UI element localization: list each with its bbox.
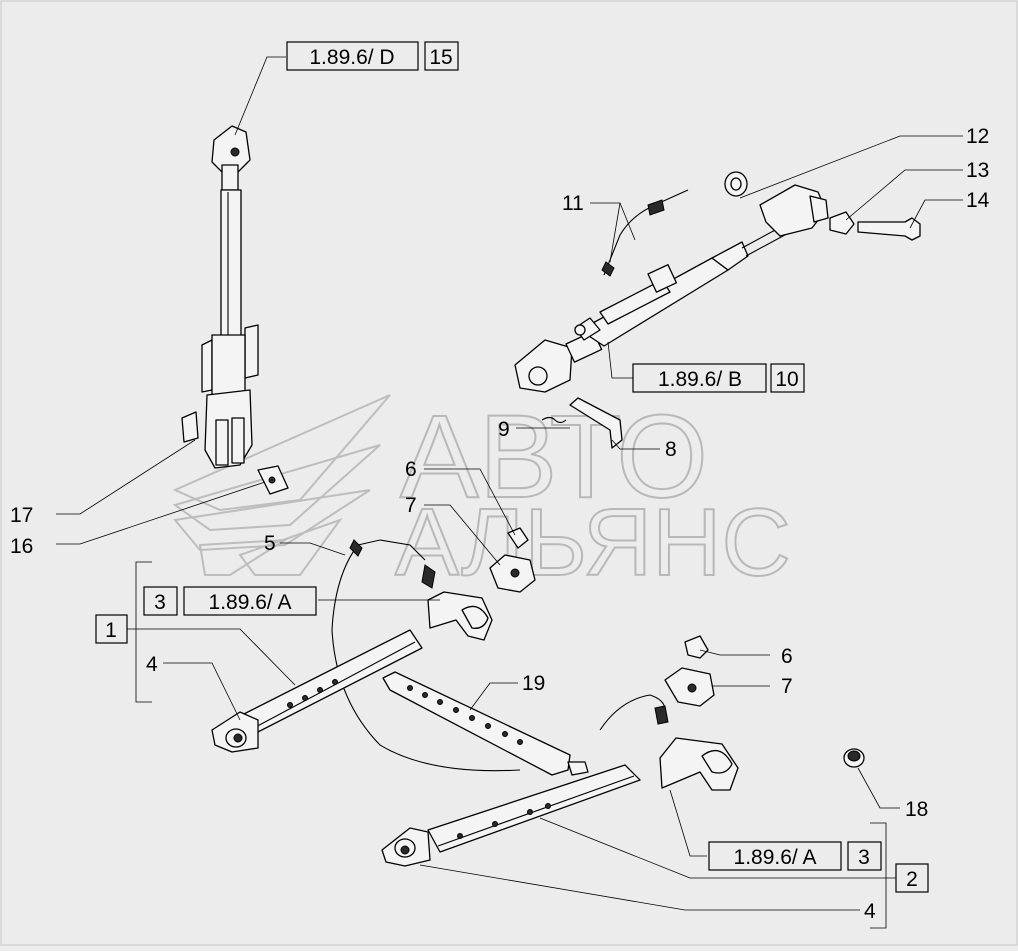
ref-group-10[interactable]: 1.89.6/ B 10 bbox=[632, 363, 805, 393]
ref-code-text: 1.89.6/ A bbox=[209, 591, 292, 614]
watermark: АВТО АЛЬЯНС bbox=[172, 390, 792, 597]
callout-18[interactable]: 18 bbox=[905, 798, 928, 821]
svg-text:2: 2 bbox=[906, 868, 918, 891]
callout-12[interactable]: 12 bbox=[966, 125, 989, 148]
lower-link-left-part bbox=[211, 591, 493, 753]
link-pin-part bbox=[541, 397, 623, 449]
ball-upper-part bbox=[507, 527, 529, 549]
top-link-part bbox=[514, 184, 829, 393]
callout-19[interactable]: 19 bbox=[522, 672, 545, 695]
latch-lower-part bbox=[664, 667, 715, 707]
callout-17[interactable]: 17 bbox=[10, 504, 33, 527]
callout-4-lower[interactable]: 4 bbox=[864, 900, 876, 923]
ref-qty-text: 3 bbox=[154, 591, 166, 614]
lift-rod-part bbox=[181, 125, 289, 495]
callout-6-lower[interactable]: 6 bbox=[781, 645, 793, 668]
svg-text:1: 1 bbox=[105, 619, 117, 642]
bush-part bbox=[829, 211, 855, 235]
ref-code-box[interactable] bbox=[286, 41, 419, 71]
callout-11[interactable]: 11 bbox=[562, 192, 584, 215]
callout-7-lower[interactable]: 7 bbox=[781, 675, 793, 698]
ref-qty-text: 15 bbox=[429, 46, 452, 69]
ref-qty-box bbox=[770, 363, 805, 393]
latch-upper-part bbox=[489, 554, 536, 593]
watermark-line1: АВТО bbox=[400, 391, 708, 523]
ref-qty-box bbox=[143, 586, 178, 616]
ref-group-15[interactable]: 1.89.6/ D 15 bbox=[286, 41, 459, 71]
ref-code-text: 1.89.6/ A bbox=[734, 846, 817, 869]
watermark-line2: АЛЬЯНС bbox=[395, 489, 791, 596]
cap-part bbox=[843, 748, 865, 768]
callout-13[interactable]: 13 bbox=[966, 159, 989, 182]
callout-2[interactable]: 2 bbox=[895, 863, 929, 893]
callout-6-upper[interactable]: 6 bbox=[405, 458, 417, 481]
callout-numbers: 12 13 14 11 9 8 6 7 5 17 16 4 19 6 7 18 … bbox=[10, 125, 990, 923]
callout-1[interactable]: 1 bbox=[95, 614, 128, 644]
ref-group-3-upper[interactable]: 3 1.89.6/ A bbox=[143, 586, 317, 616]
ref-qty-text: 10 bbox=[775, 368, 798, 391]
ref-qty-box bbox=[847, 841, 882, 871]
stabilizer-bar-part bbox=[382, 671, 589, 776]
lower-link-right-part bbox=[381, 737, 739, 867]
ball-lower-part bbox=[684, 635, 709, 659]
callout-9[interactable]: 9 bbox=[498, 418, 510, 441]
ref-code-text: 1.89.6/ D bbox=[309, 46, 394, 69]
callout-16[interactable]: 16 bbox=[10, 535, 33, 558]
spring-pin-part bbox=[601, 189, 689, 277]
chain-part bbox=[331, 539, 669, 772]
ref-qty-text: 3 bbox=[858, 846, 870, 869]
clip-part bbox=[724, 171, 748, 197]
callout-8[interactable]: 8 bbox=[665, 438, 677, 461]
leader-lines bbox=[56, 56, 963, 929]
ref-group-3-lower[interactable]: 1.89.6/ A 3 bbox=[708, 841, 882, 871]
callout-5[interactable]: 5 bbox=[264, 532, 276, 555]
ref-code-box[interactable] bbox=[708, 841, 842, 871]
ref-code-text: 1.89.6/ B bbox=[658, 368, 742, 391]
watermark-logo bbox=[172, 394, 391, 576]
pin-part bbox=[857, 217, 921, 241]
ref-code-box[interactable] bbox=[183, 586, 317, 616]
callout-14[interactable]: 14 bbox=[966, 189, 990, 212]
callout-7-upper[interactable]: 7 bbox=[405, 494, 417, 517]
ref-qty-box bbox=[424, 41, 459, 71]
callout-4-upper[interactable]: 4 bbox=[146, 653, 158, 676]
ref-code-box[interactable] bbox=[632, 363, 767, 393]
